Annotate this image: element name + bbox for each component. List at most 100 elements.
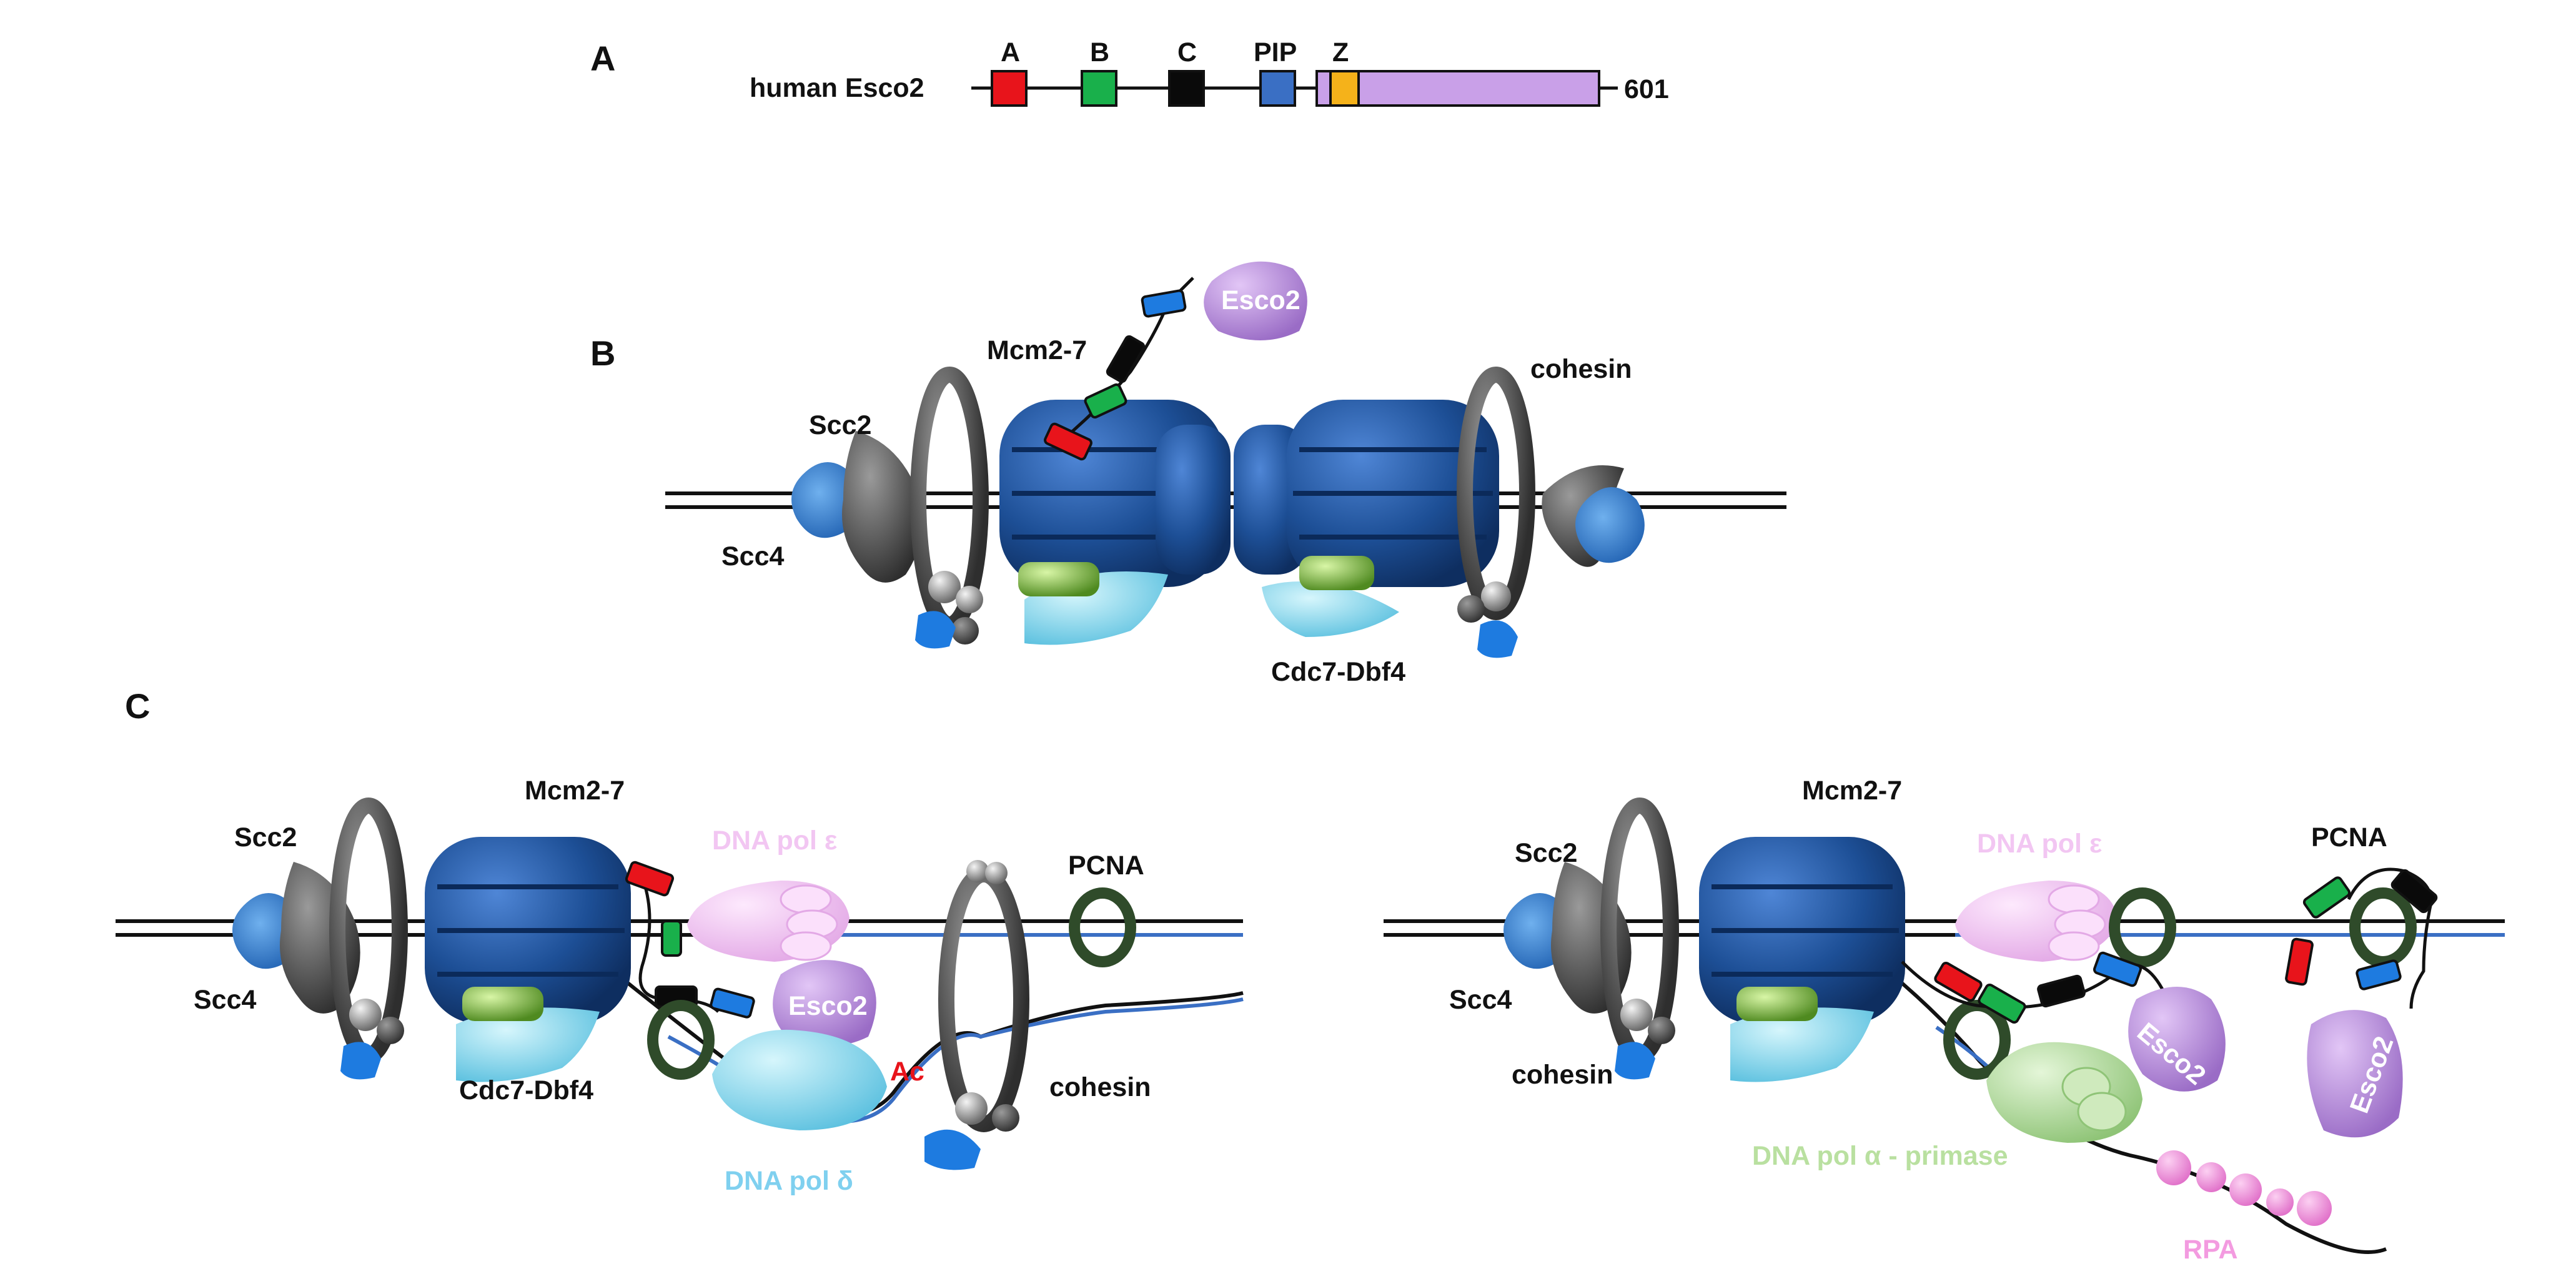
pol-alpha-lobe-2	[2077, 1092, 2127, 1132]
dna-lagging-r	[1898, 979, 2387, 1254]
scc2-scc4-left	[791, 431, 923, 583]
esco2-motif-pip	[1141, 289, 1187, 318]
cdc7-right-icon	[1299, 556, 1374, 590]
cohesin-head-2	[956, 586, 983, 613]
kleisin-right-icon	[1477, 620, 1518, 658]
motif-pip-box	[1259, 70, 1296, 107]
cdc7-label-c-left: Cdc7-Dbf4	[459, 1075, 593, 1105]
kleisin-c-right-icon	[1615, 1042, 1655, 1080]
cohesin-head-3	[951, 617, 979, 644]
panel-b-label: B	[590, 333, 615, 373]
pcna-clamp-icon	[1069, 887, 1136, 967]
acetyl-label: Ac	[890, 1057, 924, 1087]
mcm-hexamer-c-left-icon	[425, 837, 631, 1024]
panel-b: B	[590, 261, 1786, 687]
pol-epsilon-lobe-3	[780, 931, 832, 961]
pol-delta-icon	[712, 1029, 887, 1130]
dbf4-c-left-icon	[456, 1007, 600, 1082]
acetyltransferase-domain	[1357, 70, 1600, 107]
esco2-motif-b	[1084, 383, 1127, 419]
esco2-body-c-left-icon	[773, 960, 876, 1046]
esco2-motif-a	[1044, 422, 1092, 461]
scc4-label-c-left: Scc4	[194, 985, 257, 1015]
motif-b-box	[1081, 70, 1117, 107]
kleisin-c-left-icon	[340, 1042, 381, 1080]
cohesin-right-head-2	[1457, 595, 1485, 623]
scc4-right-fan-icon	[1575, 487, 1645, 563]
esco2-motif-c	[1106, 335, 1146, 383]
dbf4-c-right-icon	[1730, 1007, 1874, 1082]
cohesin-head-c2	[377, 1017, 404, 1044]
pol-eps-label-c-left: DNA pol ε	[712, 826, 837, 856]
cdc7-c-right-icon	[1736, 987, 1818, 1021]
cohesin-head-c1	[349, 999, 382, 1031]
motif-z-label: Z	[1332, 37, 1349, 67]
cohesin-right-head-1	[1481, 581, 1511, 611]
pol-delta-label: DNA pol δ	[725, 1166, 853, 1196]
pol-eps-r-lobe-1	[2048, 884, 2100, 914]
cohesin-acet-head-2	[992, 1104, 1019, 1132]
cdc7-label-b: Cdc7-Dbf4	[1271, 657, 1405, 687]
pol-alpha-label: DNA pol α - primase	[1752, 1141, 2008, 1171]
pcna-clamp-leading-r-icon	[2109, 887, 2176, 967]
mcm-label-c-left: Mcm2-7	[525, 776, 625, 806]
cohesin-head-r2	[1648, 1017, 1675, 1044]
mcm-hexamer-c-right-icon	[1699, 837, 1905, 1024]
mcm-label-b: Mcm2-7	[987, 335, 1087, 365]
kleisin-acet-icon	[924, 1129, 981, 1170]
pol-eps-label-c-right: DNA pol ε	[1977, 829, 2102, 859]
mcm-label-c-right: Mcm2-7	[1802, 776, 1902, 806]
motif-a-label: A	[1001, 37, 1020, 67]
cohesin-acet-head-1	[955, 1092, 988, 1125]
cdc7-c-left-icon	[462, 987, 543, 1021]
acetyltransferase-domain-start	[1315, 70, 1332, 107]
pcna-clamp-free-r-icon	[2349, 887, 2417, 967]
esco2-r1-motif-b	[1978, 983, 2026, 1024]
rpa-label: RPA	[2183, 1235, 2238, 1265]
residue-end-label: 601	[1624, 74, 1669, 104]
cohesin-hinge-2	[985, 862, 1008, 884]
esco2-label-b: Esco2	[1221, 285, 1300, 315]
esco2-r2-motif-a	[2285, 937, 2314, 986]
rpa-cluster-icon	[2156, 1150, 2332, 1226]
pcna-clamp-lagging-icon	[647, 1000, 715, 1080]
esco2-r2-motif-pip	[2356, 959, 2402, 990]
scc2-label-c-right: Scc2	[1515, 838, 1577, 868]
panel-a: A human Esco2 A B C PIP Z 601	[590, 37, 1669, 107]
esco2-r1-motif-pip	[2093, 951, 2143, 987]
esco2-motif-a-c-left	[625, 861, 675, 897]
esco2-r1-motif-c	[2037, 974, 2086, 1008]
cohesin-ring-right-icon	[1457, 367, 1535, 620]
esco2-body-r1-icon	[2128, 987, 2226, 1092]
cohesin-label-c-left: cohesin	[1049, 1072, 1151, 1102]
scc2-label-b: Scc2	[809, 410, 871, 440]
esco2-body-icon	[1204, 261, 1307, 340]
esco2-label-c-left: Esco2	[788, 991, 868, 1021]
panel-c-label: C	[125, 686, 150, 726]
pol-eps-r-lobe-3	[2048, 931, 2100, 961]
cohesin-head-r1	[1620, 999, 1653, 1031]
scc2-label-c-left: Scc2	[234, 822, 297, 852]
scc4-label-c-right: Scc4	[1449, 985, 1512, 1015]
esco2-r1-motif-a	[1934, 961, 1983, 1002]
cohesin-head-1	[928, 571, 961, 603]
panel-c-left: C Esco2	[116, 686, 1244, 1196]
pcna-label-c-left: PCNA	[1068, 851, 1144, 881]
pcna-label-c-right: PCNA	[2311, 822, 2387, 852]
cohesin-hinge-1	[966, 860, 989, 882]
esco2-body-r2-icon	[2307, 1010, 2403, 1138]
panel-a-label: A	[590, 39, 615, 78]
motif-b-label: B	[1090, 37, 1109, 67]
kleisin-icon	[915, 611, 956, 649]
protein-name: human Esco2	[750, 73, 924, 103]
esco2-motif-b-c-left	[661, 920, 682, 957]
panel-c-right: Esco2 Esco2 Mcm2-7 Scc2 Scc4 cohesin DNA…	[1384, 776, 2505, 1265]
cohesin-ring-acetylated-icon	[938, 866, 1029, 1132]
motif-a-box	[991, 70, 1028, 107]
motif-z-box	[1329, 70, 1360, 107]
motif-c-label: C	[1177, 37, 1197, 67]
motif-pip-label: PIP	[1254, 37, 1297, 67]
scc2-body-icon	[842, 431, 923, 583]
pol-epsilon-lobe-1	[780, 884, 832, 914]
